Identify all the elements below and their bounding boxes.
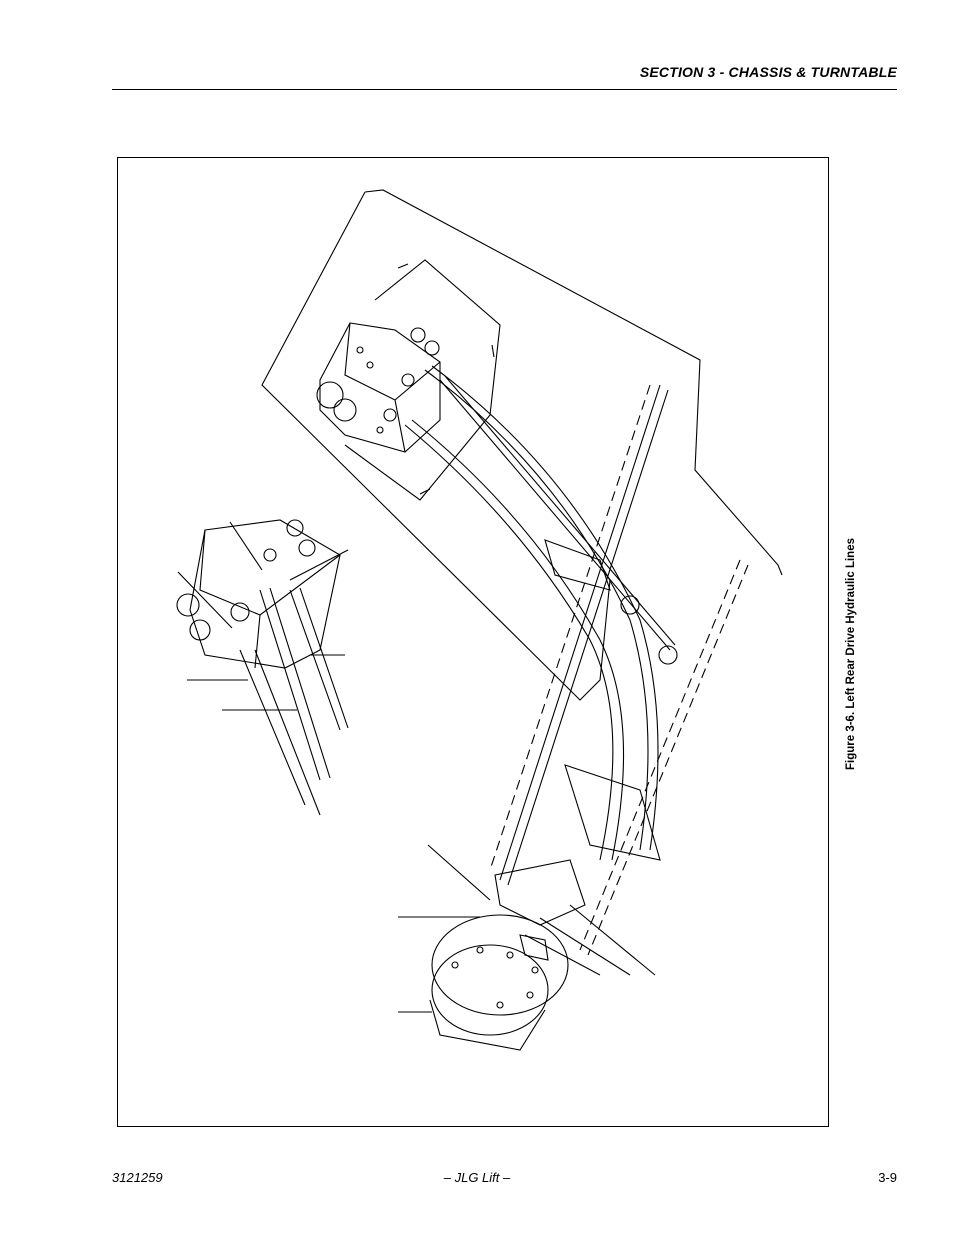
section-title: SECTION 3 - CHASSIS & TURNTABLE xyxy=(639,64,897,80)
figure-caption: Figure 3-6. Left Rear Drive Hydraulic Li… xyxy=(845,538,857,770)
page-number: 3-9 xyxy=(878,1170,897,1185)
figure-frame xyxy=(117,157,829,1127)
doc-number: 3121259 xyxy=(112,1170,163,1185)
footer-brand: – JLG Lift – xyxy=(443,1170,511,1185)
header-rule xyxy=(112,89,897,90)
